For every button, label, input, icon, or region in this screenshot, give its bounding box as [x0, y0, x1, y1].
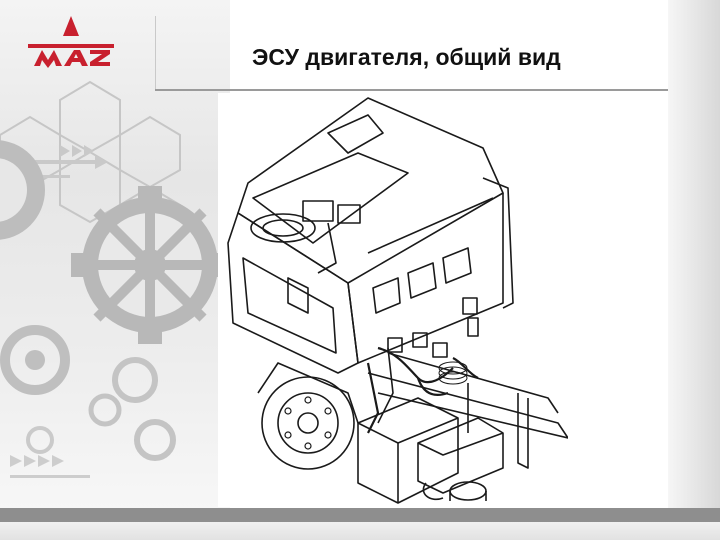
truck-drawing [218, 93, 568, 507]
maz-logo-icon [28, 14, 114, 78]
gear-background [0, 0, 230, 510]
header-divider-vertical [155, 16, 156, 90]
bottom-strip [0, 522, 720, 540]
slide-title: ЭСУ двигателя, общий вид [252, 44, 561, 70]
gear-icon [0, 80, 229, 478]
bottom-bar [0, 508, 720, 522]
truck-cab-illustration [227, 97, 568, 504]
header-divider [155, 89, 668, 91]
right-decor-strip [668, 0, 720, 540]
